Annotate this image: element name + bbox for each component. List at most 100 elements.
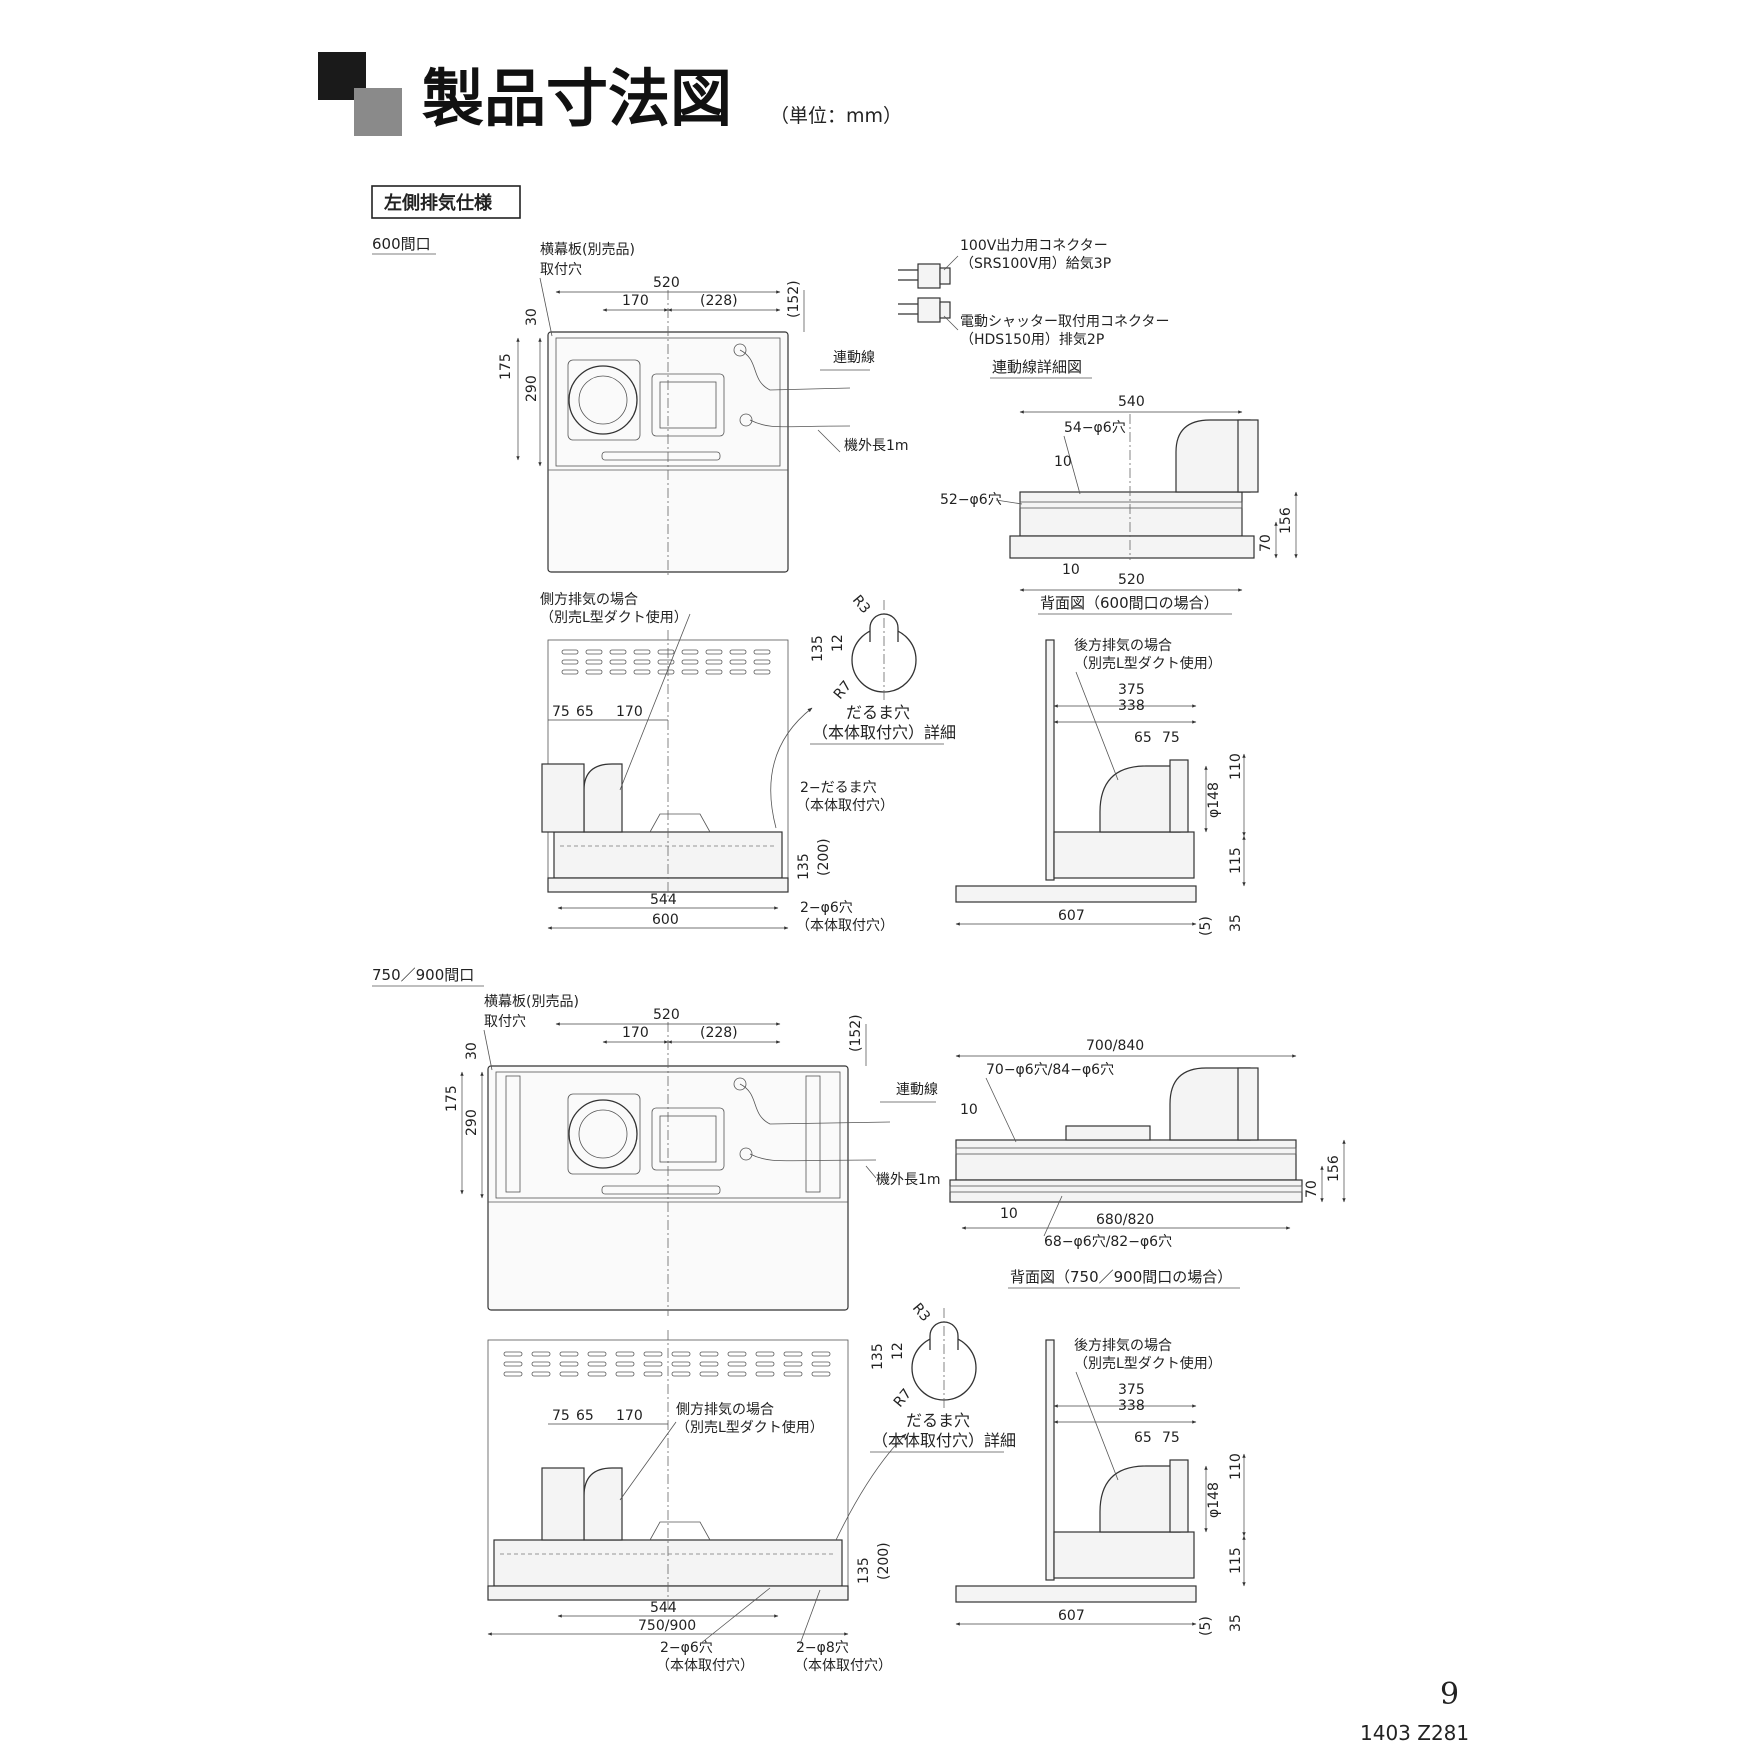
- plan600-cord: 機外長1m: [844, 438, 909, 454]
- back750-holes-top: 70−φ6穴/84−φ6穴: [986, 1062, 1114, 1078]
- side-view-600: 375 338 65 75 後方排気の場合 （別売L型ダクト使用） φ148 1…: [955, 638, 1246, 936]
- plan750-d30: 30: [464, 1042, 480, 1060]
- back600-d10b: 10: [1062, 562, 1080, 578]
- back600-d520: 520: [1118, 572, 1145, 588]
- key750-caption-1: だるま穴: [906, 1411, 970, 1430]
- key600-d135: 135: [810, 635, 826, 662]
- plan750-link-wire: 連動線: [896, 1082, 938, 1098]
- plan750-mount-hole: 取付穴: [484, 1014, 526, 1030]
- front750-side-exhaust-1: 側方排気の場合: [676, 1402, 774, 1418]
- front-view-750: 75 65 170 側方排気の場合 （別売L型ダクト使用） 135 (200) …: [487, 1330, 907, 1674]
- front600-holes6-2: （本体取付穴）: [796, 918, 894, 934]
- plan-view-750: 520 170 (228) (152) 30 175 290 横幕板(別売品) …: [444, 994, 941, 1316]
- side600-d75: 75: [1162, 730, 1180, 746]
- side750-d607: 607: [1058, 1608, 1085, 1624]
- side750-d148: φ148: [1206, 1482, 1222, 1518]
- back600-d540: 540: [1118, 394, 1145, 410]
- front600-d65: 65: [576, 704, 594, 720]
- plan750-d170: 170: [622, 1025, 649, 1041]
- plan750-d175: 175: [444, 1085, 460, 1112]
- front750-side-exhaust-2: （別売L型ダクト使用）: [676, 1419, 824, 1436]
- front600-daruma-2: （本体取付穴）: [796, 798, 894, 814]
- plan750-side-panel: 横幕板(別売品): [484, 994, 579, 1010]
- key750-d12: 12: [890, 1342, 906, 1360]
- plan600-d175: 175: [498, 353, 514, 380]
- connector1-line1: 100V出力用コネクター: [960, 238, 1108, 254]
- side750-d110: 110: [1228, 1453, 1244, 1480]
- side750-d5: (5): [1198, 1616, 1214, 1636]
- plan600-link-wire: 連動線: [833, 350, 875, 366]
- plan600-mount-hole: 取付穴: [540, 262, 582, 278]
- plan750-d520: 520: [653, 1007, 680, 1023]
- side750-rear-exhaust-2: （別売L型ダクト使用）: [1074, 1355, 1222, 1372]
- front750-d544: 544: [650, 1600, 677, 1616]
- plan600-side-panel: 横幕板(別売品): [540, 242, 635, 258]
- key600-caption-1: だるま穴: [846, 703, 910, 722]
- back750-d156: 156: [1326, 1155, 1342, 1182]
- key600-r7: R7: [831, 678, 855, 703]
- side600-d5: (5): [1198, 916, 1214, 936]
- side600-d338: 338: [1118, 698, 1145, 714]
- plan750-d152: (152): [848, 1014, 864, 1052]
- front750-d75: 75: [552, 1408, 570, 1424]
- unit-note: （単位：mm）: [770, 105, 902, 127]
- front600-d600: 600: [652, 912, 679, 928]
- block-label-600: 600間口: [372, 235, 431, 253]
- page-footer: 9 1403 Z281: [1360, 1677, 1469, 1745]
- front750-vents: [503, 1351, 831, 1377]
- side-view-750: 375 338 65 75 後方排気の場合 （別売L型ダクト使用） φ148 1…: [955, 1338, 1246, 1636]
- front750-holes6-2: （本体取付穴）: [656, 1658, 754, 1674]
- keyhole-detail-750: R3 R7 12 135 だるま穴 （本体取付穴）詳細: [870, 1300, 1016, 1453]
- front750-d200: (200): [876, 1542, 892, 1580]
- section-label-box: 左側排気仕様: [371, 185, 521, 219]
- back750-d70: 70: [1304, 1180, 1320, 1198]
- back750-caption: 背面図（750／900間口の場合）: [1010, 1268, 1232, 1286]
- key750-r7: R7: [891, 1386, 915, 1411]
- key750-r3: R3: [909, 1300, 933, 1325]
- front750-d65: 65: [576, 1408, 594, 1424]
- front600-d135: 135: [796, 853, 812, 880]
- back600-d10a: 10: [1054, 454, 1072, 470]
- block-label-750: 750／900間口: [372, 966, 474, 984]
- plan600-d290: 290: [524, 375, 540, 402]
- front600-d170: 170: [616, 704, 643, 720]
- back750-d680: 680/820: [1096, 1212, 1154, 1228]
- back750-d700: 700/840: [1086, 1038, 1144, 1054]
- front750-holes8-1: 2−φ8穴: [796, 1640, 849, 1656]
- page-number: 9: [1440, 1677, 1459, 1712]
- front750-d750: 750/900: [638, 1618, 696, 1634]
- plan750-d228: (228): [700, 1025, 738, 1041]
- back750-d10a: 10: [960, 1102, 978, 1118]
- side600-d35: 35: [1228, 914, 1244, 932]
- key600-caption-2: （本体取付穴）詳細: [812, 723, 956, 742]
- side750-d65: 65: [1134, 1430, 1152, 1446]
- key600-r3: R3: [849, 592, 873, 617]
- back750-holes-bottom: 68−φ6穴/82−φ6穴: [1044, 1234, 1172, 1250]
- page-header: 製品寸法図 （単位：mm）: [318, 52, 902, 136]
- front600-holes6-1: 2−φ6穴: [800, 900, 853, 916]
- plan600-d520: 520: [653, 275, 680, 291]
- back600-holes-top: 54−φ6穴: [1064, 420, 1126, 436]
- side750-d338: 338: [1118, 1398, 1145, 1414]
- connector-caption: 連動線詳細図: [992, 358, 1082, 376]
- side750-d75: 75: [1162, 1430, 1180, 1446]
- front750-d170: 170: [616, 1408, 643, 1424]
- plan-view-600: 520 170 (228) (152) 30 175 290 横幕板(別売品) …: [498, 242, 909, 576]
- back750-d10b: 10: [1000, 1206, 1018, 1222]
- key750-caption-2: （本体取付穴）詳細: [872, 1431, 1016, 1450]
- front600-d200: (200): [816, 838, 832, 876]
- plan600-d152: (152): [786, 280, 802, 318]
- front750-holes6-1: 2−φ6穴: [660, 1640, 713, 1656]
- plan600-d228: (228): [700, 293, 738, 309]
- side750-rear-exhaust-1: 後方排気の場合: [1074, 1338, 1172, 1354]
- front-view-600: 75 65 170 側方排気の場合 （別売L型ダクト使用） 2−だるま穴 （本体…: [540, 592, 894, 934]
- plan600-d170: 170: [622, 293, 649, 309]
- front600-side-exhaust-2: （別売L型ダクト使用）: [540, 609, 688, 626]
- front600-d544: 544: [650, 892, 677, 908]
- side600-d110: 110: [1228, 753, 1244, 780]
- side600-d148: φ148: [1206, 782, 1222, 818]
- front600-vents: [561, 649, 771, 675]
- side600-d65: 65: [1134, 730, 1152, 746]
- front600-d75: 75: [552, 704, 570, 720]
